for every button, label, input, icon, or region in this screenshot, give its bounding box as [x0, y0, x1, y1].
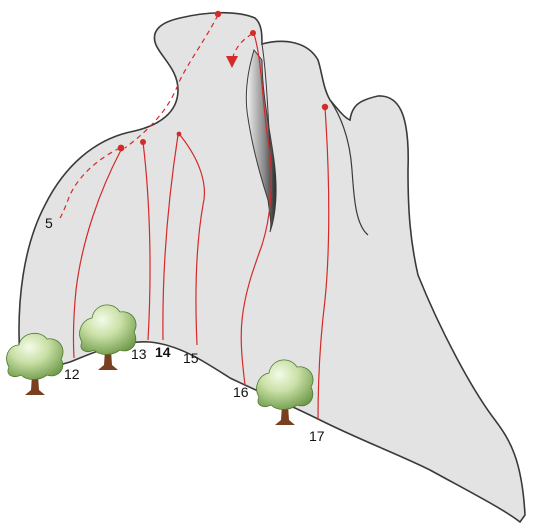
anchor-point — [215, 11, 221, 17]
route-label-17: 17 — [309, 428, 325, 444]
route-label-14: 14 — [155, 344, 171, 360]
route-label-12: 12 — [64, 366, 80, 382]
rock-face — [19, 13, 525, 522]
route-label-16: 16 — [233, 384, 249, 400]
anchor-point — [140, 139, 146, 145]
route-label-5: 5 — [45, 215, 53, 231]
route-label-15: 15 — [183, 350, 199, 366]
tree-icon — [7, 333, 63, 395]
anchor-point — [118, 145, 125, 152]
route-label-13: 13 — [131, 346, 147, 362]
anchor-point — [177, 132, 182, 137]
anchor-point — [322, 104, 328, 110]
anchor-point — [250, 30, 256, 36]
